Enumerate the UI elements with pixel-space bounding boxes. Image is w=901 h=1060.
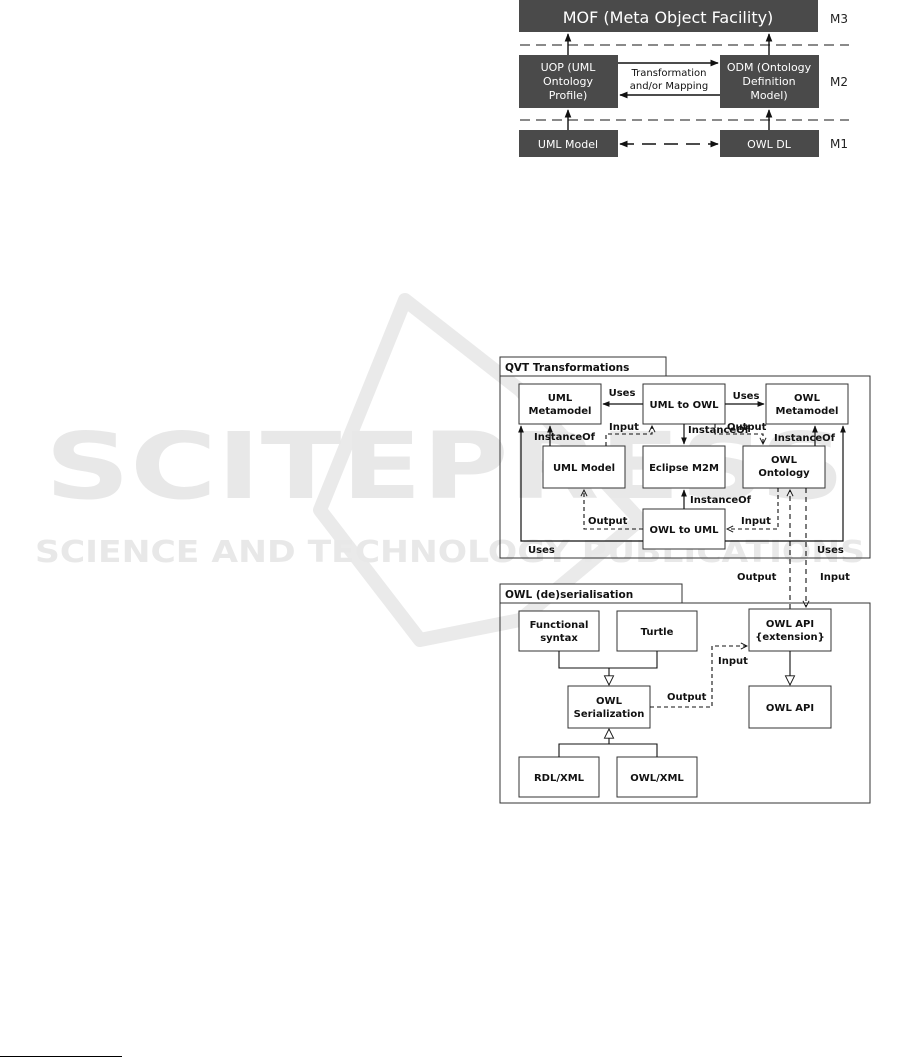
mda-levels-figure: MOF (Meta Object Facility) M3 UOP (UML O… (519, 0, 849, 157)
output-label-cross: Output (737, 572, 777, 583)
m1-uml-model-box (519, 130, 618, 157)
qvt-transformations-package: QVT Transformations UML Metamodel UML to… (499, 356, 871, 559)
footnote-rule (0, 1056, 122, 1057)
output-label-top: Output (727, 422, 767, 433)
output-label-bottom: Output (588, 516, 628, 527)
watermark: SCITEPRESS SCIENCE AND TECHNOLOGY PUBLIC… (35, 293, 865, 647)
eclipse-m2m-box (642, 445, 726, 489)
turtle-label: Turtle (641, 627, 674, 638)
deser-package-title: OWL (de)serialisation (505, 589, 633, 601)
transformation-label-line2: and/or Mapping (630, 81, 709, 92)
odm-label-line3: Model) (750, 89, 787, 102)
owl-metamodel-box (765, 383, 849, 425)
functional-syntax-label-line2: syntax (540, 633, 578, 644)
mof-box (519, 0, 818, 32)
uop-label-line1: UOP (UML (541, 61, 597, 74)
uses-label-bottom-left: Uses (528, 545, 555, 556)
owl-ontology-label-line1: OWL (771, 455, 798, 466)
uml-metamodel-label-line2: Metamodel (529, 406, 592, 417)
qvt-package-title: QVT Transformations (505, 362, 629, 374)
odm-label-line1: ODM (Ontology (727, 61, 812, 74)
uml-to-owl-label: UML to OWL (650, 400, 720, 411)
owl-serialization-label-line2: Serialization (574, 709, 645, 720)
m1-uml-model-label: UML Model (538, 138, 598, 151)
uop-label-line2: Ontology (543, 75, 593, 88)
owl-metamodel-label-line2: Metamodel (776, 406, 839, 417)
instanceof-label-top: InstanceOf (688, 425, 750, 436)
uml-metamodel-label-line1: UML (548, 393, 573, 404)
m1-owl-dl-label: OWL DL (747, 138, 792, 151)
instanceof-label-bottom: InstanceOf (690, 495, 752, 506)
level-m1-label: M1 (830, 137, 848, 151)
uml-model-label: UML Model (553, 463, 615, 474)
uses-label-bottom-right: Uses (817, 545, 844, 556)
uml-model-box (542, 445, 626, 489)
watermark-subtitle: SCIENCE AND TECHNOLOGY PUBLICATIONS (35, 535, 865, 570)
input-label-top: Input (609, 422, 639, 433)
owl-api-box (748, 685, 832, 729)
owl-to-uml-label: OWL to UML (650, 525, 720, 536)
owl-api-extension-label-line1: OWL API (766, 619, 814, 630)
input-label-cross: Input (820, 572, 850, 583)
instanceof-label-uml: InstanceOf (534, 432, 596, 443)
uml-to-owl-box (642, 383, 726, 425)
rdl-xml-box (518, 756, 600, 798)
eclipse-m2m-label: Eclipse M2M (649, 463, 719, 474)
input-label-serialization: Input (718, 656, 748, 667)
functional-syntax-box (518, 610, 600, 652)
owl-ontology-label-line2: Ontology (758, 468, 810, 479)
odm-label-line2: Definition (742, 75, 795, 88)
mof-label: MOF (Meta Object Facility) (563, 8, 774, 27)
functional-syntax-label-line1: Functional (530, 620, 589, 631)
owl-xml-label: OWL/XML (630, 773, 684, 784)
uses-label-right: Uses (733, 391, 760, 402)
level-m3-label: M3 (830, 12, 848, 26)
uop-label-line3: Profile) (549, 89, 588, 102)
odm-box (720, 55, 819, 108)
m1-owl-dl-box (720, 130, 819, 157)
uop-box (519, 55, 618, 108)
level-m2-label: M2 (830, 75, 848, 89)
owl-metamodel-label-line1: OWL (794, 393, 821, 404)
input-label-bottom: Input (741, 516, 771, 527)
owl-api-extension-label-line2: {extension} (755, 632, 825, 643)
owl-api-extension-box (748, 608, 832, 652)
owl-serialization-label-line1: OWL (596, 696, 623, 707)
transformation-label-line1: Transformation (630, 68, 706, 79)
owl-deserialisation-package: OWL (de)serialisation Functional syntax … (499, 583, 871, 804)
owl-api-label: OWL API (766, 703, 814, 714)
owl-to-uml-box (642, 508, 726, 550)
instanceof-label-owl: InstanceOf (774, 433, 836, 444)
owl-xml-box (616, 756, 698, 798)
rdl-xml-label: RDL/XML (534, 773, 585, 784)
uml-metamodel-box (518, 383, 602, 425)
cross-package-links: Output Input (737, 488, 850, 609)
output-label-serialization: Output (667, 692, 707, 703)
uses-label-left: Uses (609, 388, 636, 399)
owl-serialization-box (567, 685, 651, 729)
owl-ontology-box (742, 445, 826, 489)
